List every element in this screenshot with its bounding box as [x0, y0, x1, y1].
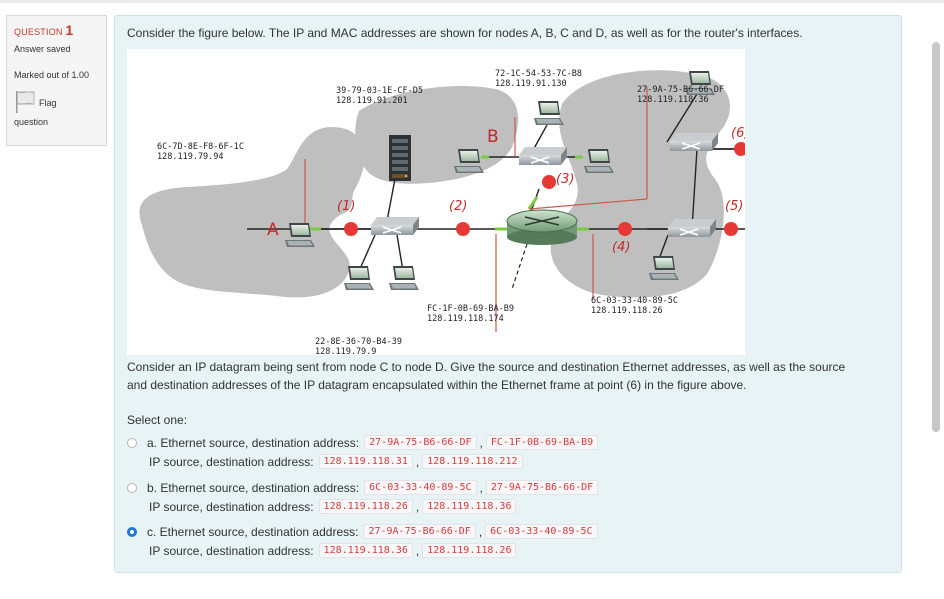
- network-figure: (1) (2) (3) (4) (5) (6) A B C D 6C-7D-8E…: [127, 49, 745, 355]
- host-c-mac: 27-9A-75-B6-66-DF: [637, 85, 724, 95]
- subnet-left-region: [139, 127, 365, 298]
- answer-option-b[interactable]: b. Ethernet source, destination address:…: [127, 478, 847, 516]
- router-if2-mac: 22-8E-36-70-B4-39: [315, 337, 402, 347]
- radio-icon[interactable]: [127, 437, 137, 448]
- switch-right-lower: [668, 219, 716, 237]
- option-eth-label: a. Ethernet source, destination address:: [147, 435, 360, 450]
- dashed-link: [511, 243, 528, 290]
- host-d-mac: 6C-03-33-40-89-5C: [591, 296, 678, 306]
- point-label-1: (1): [337, 199, 355, 214]
- host-b-ip: 128.119.91.201: [336, 96, 408, 106]
- question-intro: Consider the figure below. The IP and MA…: [127, 26, 803, 40]
- question-info: QUESTION 1 Answer saved Marked out of 1.…: [6, 15, 107, 146]
- host-d-ip: 128.119.118.26: [591, 306, 663, 316]
- option-eth-source: 6C-03-33-40-89-5C: [364, 480, 477, 495]
- answer-option-c[interactable]: c. Ethernet source, destination address:…: [127, 522, 847, 560]
- switch-left: [371, 217, 419, 235]
- option-ip-source: 128.119.118.26: [318, 499, 413, 514]
- point-label-6: (6): [731, 126, 745, 141]
- question-number: QUESTION 1: [14, 22, 74, 38]
- switch-right-upper: [670, 133, 718, 151]
- option-ip-source: 128.119.118.31: [318, 454, 413, 469]
- option-ip-destination: 128.119.118.212: [422, 454, 523, 469]
- option-eth-destination: 27-9A-75-B6-66-DF: [485, 480, 599, 495]
- option-eth-source: 27-9A-75-B6-66-DF: [363, 524, 476, 539]
- flag-label-question: question: [14, 117, 49, 127]
- option-eth-label: b. Ethernet source, destination address:: [147, 480, 360, 495]
- annotation-lines: [304, 87, 648, 332]
- server-left: [389, 135, 411, 181]
- point-label-3: (3): [556, 172, 574, 187]
- point-label-5: (5): [725, 199, 743, 214]
- host-b-mac: 39-79-03-1E-CF-D5: [336, 86, 423, 96]
- option-eth-destination: 6C-03-33-40-89-5C: [485, 524, 598, 539]
- top-divider: [0, 0, 944, 3]
- router-if3-ip: 128.119.91.130: [495, 79, 567, 89]
- option-ip-destination: 128.119.118.36: [422, 499, 517, 514]
- point-label-2: (2): [449, 199, 467, 214]
- measurement-points: [344, 142, 745, 236]
- host-a-ip: 128.119.79.94: [157, 152, 224, 162]
- host-c-ip: 128.119.118.36: [637, 95, 709, 105]
- option-ip-label: IP source, destination address:: [149, 454, 314, 469]
- node-label-a: A: [267, 220, 279, 240]
- question-content: Consider the figure below. The IP and MA…: [114, 15, 902, 573]
- option-eth-source: 27-9A-75-B6-66-DF: [364, 435, 477, 450]
- option-eth-label: c. Ethernet source, destination address:: [147, 524, 359, 539]
- flag-question-button[interactable]: Flag: [14, 90, 99, 114]
- host-a-mac: 6C-7D-8E-F8-6F-1C: [157, 142, 244, 152]
- question-grade: Marked out of 1.00: [14, 70, 90, 80]
- answer-option-a[interactable]: a. Ethernet source, destination address:…: [127, 433, 847, 471]
- radio-icon[interactable]: [127, 526, 137, 537]
- flag-label: Flag: [39, 98, 57, 108]
- node-label-b: B: [487, 127, 499, 147]
- select-one-label: Select one:: [127, 413, 188, 427]
- option-ip-destination: 128.119.118.26: [422, 543, 517, 558]
- router-if4-mac: FC-1F-0B-69-BA-B9: [427, 304, 514, 314]
- router-if3-mac: 72-1C-54-53-7C-B8: [495, 69, 582, 79]
- interface-stubs: [309, 155, 589, 231]
- option-eth-destination: FC-1F-0B-69-BA-B9: [485, 435, 599, 450]
- pc-top-1: [534, 101, 564, 125]
- option-ip-source: 128.119.118.36: [318, 543, 413, 558]
- flag-icon: [16, 91, 35, 113]
- point-label-4: (4): [612, 240, 630, 255]
- router: [506, 209, 578, 245]
- option-ip-label: IP source, destination address:: [149, 499, 314, 514]
- subnet-right-region: [550, 70, 730, 298]
- question-prompt: Consider an IP datagram being sent from …: [127, 360, 846, 392]
- pc-left-2: [389, 266, 419, 290]
- switch-top: [519, 147, 567, 165]
- router-if4-ip: 128.119.118.174: [427, 314, 504, 324]
- router-if2-ip: 128.119.79.9: [315, 347, 376, 355]
- page-scrollbar[interactable]: [932, 42, 940, 432]
- question-state: Answer saved: [14, 44, 71, 54]
- radio-icon[interactable]: [127, 482, 137, 493]
- option-ip-label: IP source, destination address:: [149, 543, 314, 558]
